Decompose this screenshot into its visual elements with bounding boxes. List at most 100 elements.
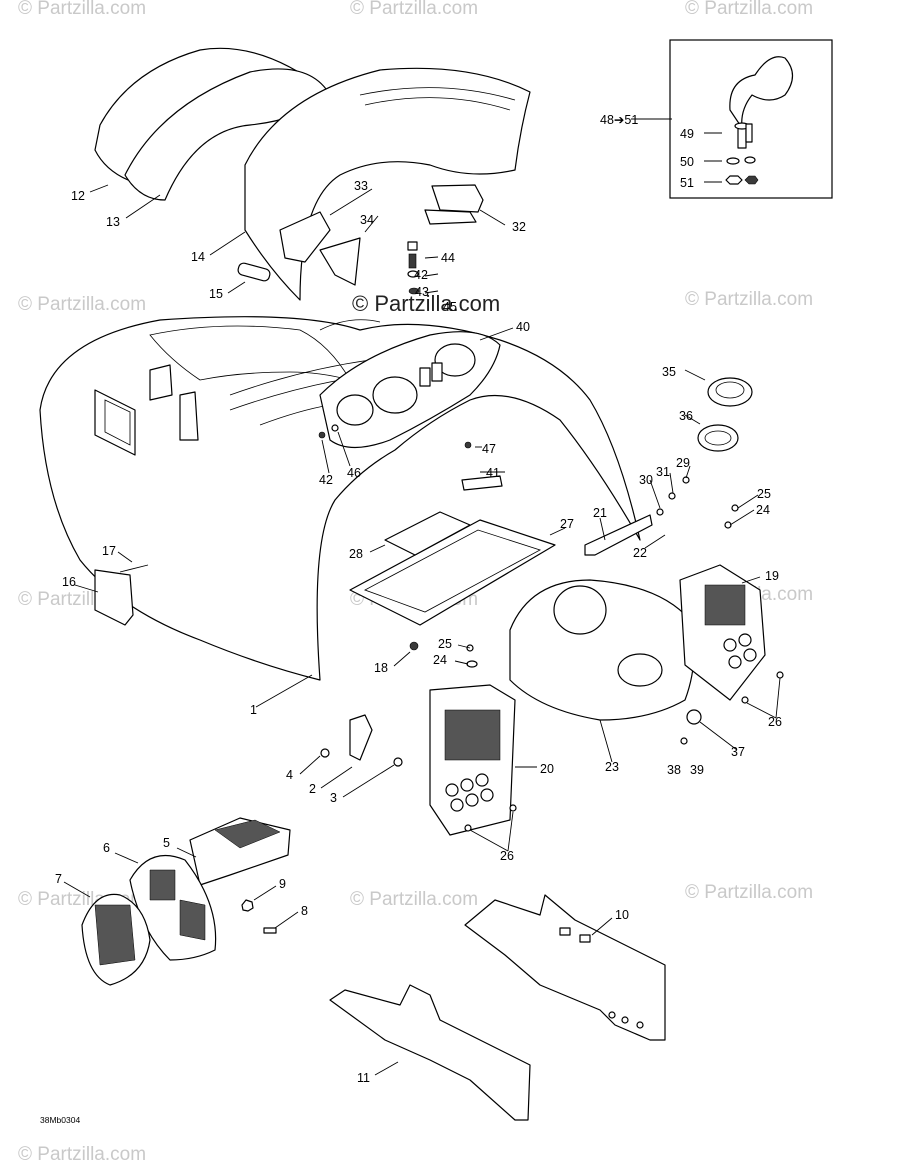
callout-3: 3 [330, 791, 337, 805]
ring-36-part [697, 424, 739, 452]
callout-45: 45 [443, 300, 457, 314]
part-39 [686, 709, 702, 725]
callout-51: 51 [680, 176, 694, 190]
callout-24: 24 [756, 503, 770, 517]
callout-35: 35 [662, 365, 676, 379]
watermark: © Partzilla.com [350, 889, 478, 910]
callout-21: 21 [593, 506, 607, 520]
side-panels [429, 564, 766, 836]
inset-box [631, 39, 833, 199]
callout-12: 12 [71, 189, 85, 203]
callout-20: 20 [540, 762, 554, 776]
ring-parts [697, 377, 753, 452]
callout-42: 42 [319, 473, 333, 487]
callout-18: 18 [374, 661, 388, 675]
front-grilles [81, 817, 291, 986]
gauge-center [372, 376, 418, 414]
nut-51-part [725, 175, 743, 185]
callout-36: 36 [679, 409, 693, 423]
callout-34: 34 [360, 213, 374, 227]
watermark: © Partzilla.com [685, 0, 813, 19]
tray-parts [349, 475, 556, 651]
callout-47: 47 [482, 442, 496, 456]
callout-29: 29 [676, 456, 690, 470]
part-32 [431, 184, 484, 213]
leader-lines [63, 184, 781, 1076]
callout-10: 10 [615, 908, 629, 922]
bracket-21 [584, 514, 653, 556]
hood-intake [149, 325, 351, 381]
console-cover [509, 579, 695, 721]
callout-49: 49 [680, 127, 694, 141]
callout-28: 28 [349, 547, 363, 561]
watermark: © Partzilla.com [685, 882, 813, 903]
nut-9 [241, 899, 254, 912]
callout-43: 43 [415, 285, 429, 299]
watermark: © Partzilla.com [18, 1144, 146, 1165]
callout-22: 22 [633, 546, 647, 560]
bracket-parts-left [94, 564, 149, 626]
callout-2: 2 [309, 782, 316, 796]
gauge-right [434, 343, 476, 377]
plate-11-part [329, 984, 531, 1121]
part-34a [424, 209, 477, 225]
callout-26: 26 [768, 715, 782, 729]
callout-13: 13 [106, 215, 120, 229]
callout-5: 5 [163, 836, 170, 850]
callout-37: 37 [731, 745, 745, 759]
washer-50-part [726, 157, 740, 165]
callout-38: 38 [667, 763, 681, 777]
callout-7: 7 [55, 872, 62, 886]
inset-frame [669, 39, 833, 199]
mat-28-part [384, 511, 471, 556]
callout-24: 24 [433, 653, 447, 667]
callout-19: 19 [765, 569, 779, 583]
callout-8: 8 [301, 904, 308, 918]
callout-17: 17 [102, 544, 116, 558]
callout-11: 11 [357, 1071, 370, 1085]
small-parts-top [237, 184, 484, 295]
callout-32: 32 [512, 220, 526, 234]
part-15 [237, 262, 271, 282]
instrument-console [319, 331, 501, 449]
part-44 [407, 241, 418, 251]
callout-48-51: 48➔51 [600, 113, 638, 127]
callout-labels: 1 2 3 4 5 6 7 8 9 10 11 12 13 14 15 16 1… [40, 113, 782, 1125]
part-33 [279, 211, 331, 263]
callout-16: 16 [62, 575, 76, 589]
callout-1: 1 [250, 703, 257, 717]
watermark: © Partzilla.com [350, 0, 478, 19]
callout-30: 30 [639, 473, 653, 487]
watermark: © Partzilla.com [685, 289, 813, 310]
bracket-16-part [94, 569, 134, 626]
callout-42: 42 [414, 268, 428, 282]
center-watermark: © Partzilla.com [352, 291, 500, 316]
strip-41-part [461, 475, 503, 491]
callout-46: 46 [347, 466, 361, 480]
skid-plates [329, 894, 666, 1121]
windshield-parts [94, 47, 531, 301]
watermark: © Partzilla.com [18, 0, 146, 19]
callout-33: 33 [354, 179, 368, 193]
callout-26: 26 [500, 849, 514, 863]
callout-41: 41 [486, 466, 500, 480]
callout-27: 27 [560, 517, 574, 531]
part-34b [319, 237, 361, 286]
callout-31: 31 [656, 465, 670, 479]
plate-10-part [464, 894, 666, 1041]
hood-assembly [39, 316, 641, 681]
callout-50: 50 [680, 155, 694, 169]
callout-40: 40 [516, 320, 530, 334]
callout-44: 44 [441, 251, 455, 265]
callout-4: 4 [286, 768, 293, 782]
screw-8 [263, 927, 277, 934]
callout-15: 15 [209, 287, 223, 301]
bracket-2-part [349, 714, 373, 761]
callout-6: 6 [103, 841, 110, 855]
screw-18 [409, 641, 419, 651]
callout-25: 25 [438, 637, 452, 651]
callout-25: 25 [757, 487, 771, 501]
fasteners [241, 424, 784, 934]
callout-39: 39 [690, 763, 704, 777]
